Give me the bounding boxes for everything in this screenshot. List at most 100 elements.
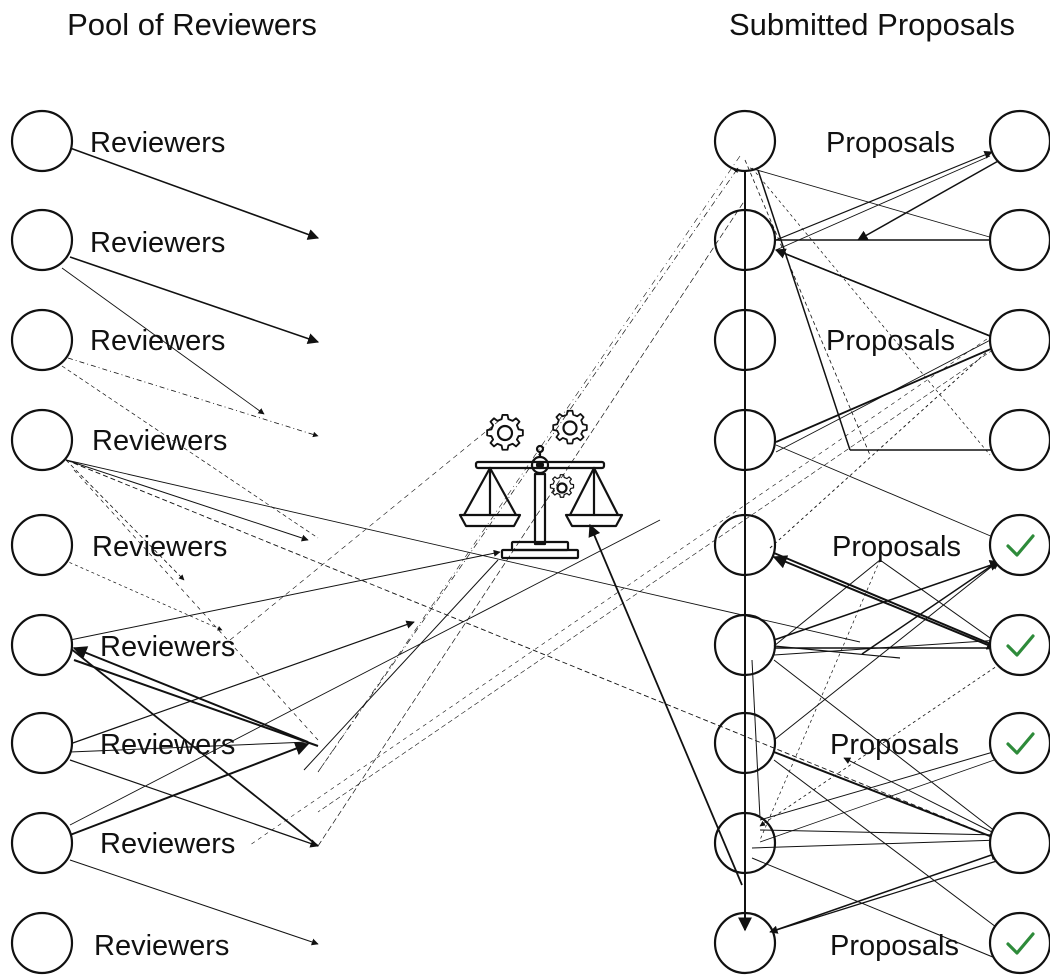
reviewer-label: Reviewers [100, 828, 235, 860]
connection-lines [59, 147, 1002, 961]
connector-line [69, 147, 320, 240]
connector-line [65, 459, 309, 542]
connector-line [73, 659, 319, 747]
reviewer-node [10, 408, 74, 472]
reviewer-node [10, 811, 74, 875]
connector-line [317, 199, 746, 847]
connector-line [65, 459, 1001, 841]
gear-icon [486, 413, 524, 451]
submitted-proposal-node [988, 208, 1050, 272]
connector-line [879, 559, 1001, 646]
proposal-label: Proposals [826, 127, 955, 159]
submitted-proposal-node [988, 109, 1050, 173]
connector-line [775, 155, 991, 251]
reviewer-label: Reviewers [100, 729, 235, 761]
connector-line [67, 357, 319, 438]
connector-line [759, 559, 881, 841]
connector-line [775, 334, 1001, 453]
proposal-label: Proposals [826, 325, 955, 357]
connector-line [751, 839, 1001, 849]
connector-line [857, 159, 1001, 241]
connector-line [757, 169, 851, 451]
connector-line [69, 549, 501, 641]
proposal-node [713, 911, 777, 975]
right-title: Submitted Proposals [729, 7, 1015, 42]
connector-line [772, 555, 1001, 651]
connector-line [775, 444, 1001, 541]
proposal-node [713, 811, 777, 875]
reviewer-node [10, 109, 74, 173]
connector-line [759, 663, 1001, 827]
submitted-proposal-node [988, 811, 1050, 875]
connector-line [775, 850, 1001, 931]
reviewer-node [10, 513, 74, 577]
connector-line [773, 751, 1001, 841]
connector-line [317, 167, 739, 773]
connector-line [249, 329, 1001, 846]
connector-line [751, 857, 1001, 961]
connector-line [773, 639, 1001, 656]
connector-line [61, 365, 319, 539]
connector-line [775, 248, 1001, 341]
gear-icon [549, 474, 575, 498]
proposal-node [713, 408, 777, 472]
connector-line [303, 559, 499, 771]
nodes-layer: ReviewersReviewersReviewersReviewersRevi… [10, 109, 1050, 975]
checkmark-icon [1006, 932, 1035, 955]
connector-line [775, 150, 993, 241]
connector-line [61, 267, 265, 415]
connector-line [843, 757, 1001, 837]
connector-line [759, 749, 1001, 821]
proposal-node [713, 613, 777, 677]
gear-icon [552, 409, 588, 445]
proposal-label: Proposals [830, 729, 959, 761]
scales-with-gears-icon [458, 409, 624, 560]
reviewer-label: Reviewers [90, 325, 225, 357]
connector-line [773, 559, 1002, 641]
connector-line [749, 167, 1001, 242]
submitted-proposal-node [988, 911, 1050, 975]
reviewer-label: Reviewers [90, 227, 225, 259]
connector-line [69, 256, 320, 345]
reviewer-node [10, 613, 74, 677]
proposal-node [713, 513, 777, 577]
connector-line [773, 759, 1001, 931]
connector-line [759, 829, 1001, 836]
proposal-node [713, 109, 777, 173]
connector-line [751, 167, 991, 456]
connector-line [69, 741, 310, 836]
connector-line [69, 519, 661, 826]
connector-line [63, 559, 223, 631]
connector-line [317, 344, 1001, 813]
proposal-node [713, 208, 777, 272]
connector-line [59, 639, 319, 847]
connector-line [751, 659, 761, 819]
connector-line [861, 559, 1001, 655]
connector-line [69, 759, 319, 848]
connector-line [773, 559, 881, 647]
connector-line [65, 459, 861, 643]
checkmark-icon [1006, 534, 1035, 557]
connector-line [744, 159, 871, 456]
connector-line [65, 459, 185, 581]
connector-line [773, 559, 1001, 741]
proposal-label: Proposals [832, 531, 961, 563]
connector-line [229, 419, 501, 641]
submitted-proposal-node [988, 408, 1050, 472]
left-title: Pool of Reviewers [67, 7, 317, 42]
reviewer-label: Reviewers [94, 930, 229, 962]
reviewer-node [10, 911, 74, 975]
connector-line [773, 659, 1001, 836]
submitted-proposal-node [988, 711, 1050, 775]
proposal-node [713, 308, 777, 372]
connector-line [69, 620, 415, 745]
reviewer-label: Reviewers [100, 631, 235, 663]
connector-line [72, 646, 309, 743]
reviewer-label: Reviewers [90, 127, 225, 159]
connector-line [69, 741, 309, 753]
connector-line [759, 757, 1001, 843]
proposal-node [713, 711, 777, 775]
reviewer-node [10, 711, 74, 775]
connector-line [317, 155, 741, 773]
